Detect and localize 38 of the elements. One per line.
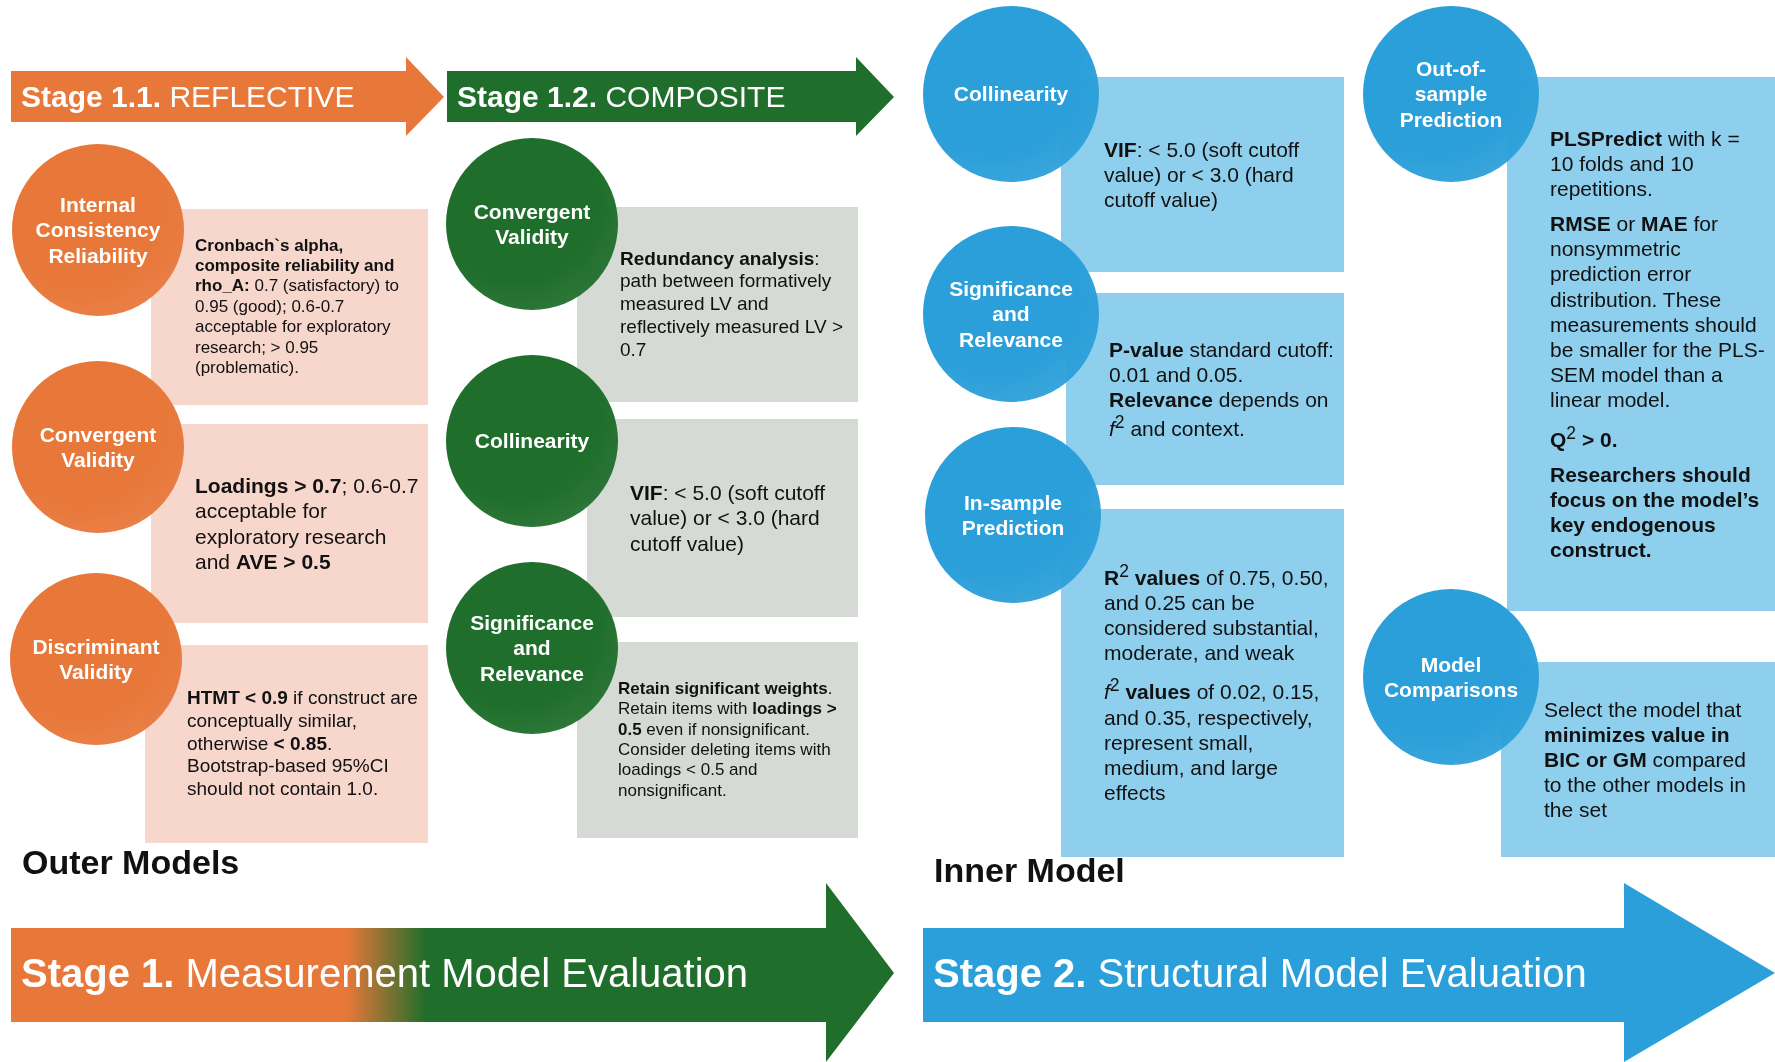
criteria-text: Loadings > 0.7; 0.6-0.7 acceptable for exploratory research and AVE > 0.5 xyxy=(195,473,420,574)
circle-label: Discriminant Validity xyxy=(32,633,160,685)
circle-label: Significance and Relevance xyxy=(948,276,1074,352)
substage-banner xyxy=(11,57,444,136)
section-heading: Outer Models xyxy=(22,843,240,882)
criteria-text: VIF: < 5.0 (soft cutoff value) or < 3.0 (hard cutoff value) xyxy=(630,480,827,556)
criteria-text: HTMT < 0.9 if construct are conceptually similar, otherwise < 0.85. Bootstrap-based 95%CI should not contain 1.0. xyxy=(187,687,419,801)
circle-label: Significance and Relevance xyxy=(469,610,595,686)
section-heading: Inner Model xyxy=(934,851,1125,890)
circle-label: Convergent Validity xyxy=(38,421,158,473)
criteria-text: Retain significant weights. Retain items with loadings > 0.5 even if nonsignificant. Consider deleting items with loadings < 0.5 and nonsignificant. xyxy=(618,678,838,802)
criteria-text: Cronbach`s alpha, composite reliability and rho_A: 0.7 (satisfactory) to 0.95 (good); 0.6-0.7 acceptable for exploratory research; > 0.95 (problematic). xyxy=(195,235,401,379)
criteria-panel xyxy=(1507,77,1775,611)
stage-banner xyxy=(11,883,894,1062)
circle-label: Collinearity xyxy=(953,81,1069,107)
stage-title: Stage 2. Structural Model Evaluation xyxy=(933,951,1587,996)
criteria-text: Q$^{2}$ > 0. xyxy=(1550,422,1619,452)
criteria-text: R$^{2}$ values of 0.75, 0.50, and 0.25 can be considered substantial, moderate, and weak xyxy=(1104,560,1330,666)
circle-label: In-sample Prediction xyxy=(960,489,1066,541)
criteria-text: f$^{2}$ values of 0.02, 0.15, and 0.35, respectively, represent small, medium, and large effects xyxy=(1104,675,1321,806)
criteria-panel xyxy=(587,419,858,617)
criteria-text: RMSE or MAE for nonsymmetric prediction error distribution. These measurements should be smaller for the PLS-SEM model than a linear model. xyxy=(1550,211,1766,413)
stage-title: Stage 1.1. REFLECTIVE xyxy=(21,80,355,114)
criteria-text: P-value standard cutoff: 0.01 and 0.05. Relevance depends on f$^{2}$ and context. xyxy=(1109,336,1335,442)
criteria-text: PLSPredict with k = 10 folds and 10 repetitions. xyxy=(1550,125,1741,202)
circle-label: Out-of-sample Prediction xyxy=(1398,56,1504,132)
circle-label: Collinearity xyxy=(474,428,590,454)
circle-label: Model Comparisons xyxy=(1383,651,1519,703)
criteria-text: Redundancy analysis: path between formatively measured LV and reflectively measured LV > 0.7 xyxy=(620,247,844,362)
circle-label: Internal Consistency Reliability xyxy=(34,192,162,268)
criteria-text: Select the model that minimizes value in BIC or GM compared to the other models in the set xyxy=(1544,696,1747,823)
substage-banner xyxy=(447,57,894,136)
criteria-text: VIF: < 5.0 (soft cutoff value) or < 3.0 (hard cutoff value) xyxy=(1104,136,1301,213)
stage-banner xyxy=(923,883,1775,1062)
circle-label: Convergent Validity xyxy=(472,198,592,250)
stage-title: Stage 1.2. COMPOSITE xyxy=(457,80,786,114)
criteria-text: Researchers should focus on the model’s key endogenous construct. xyxy=(1550,461,1761,563)
criteria-panel xyxy=(1061,509,1344,857)
